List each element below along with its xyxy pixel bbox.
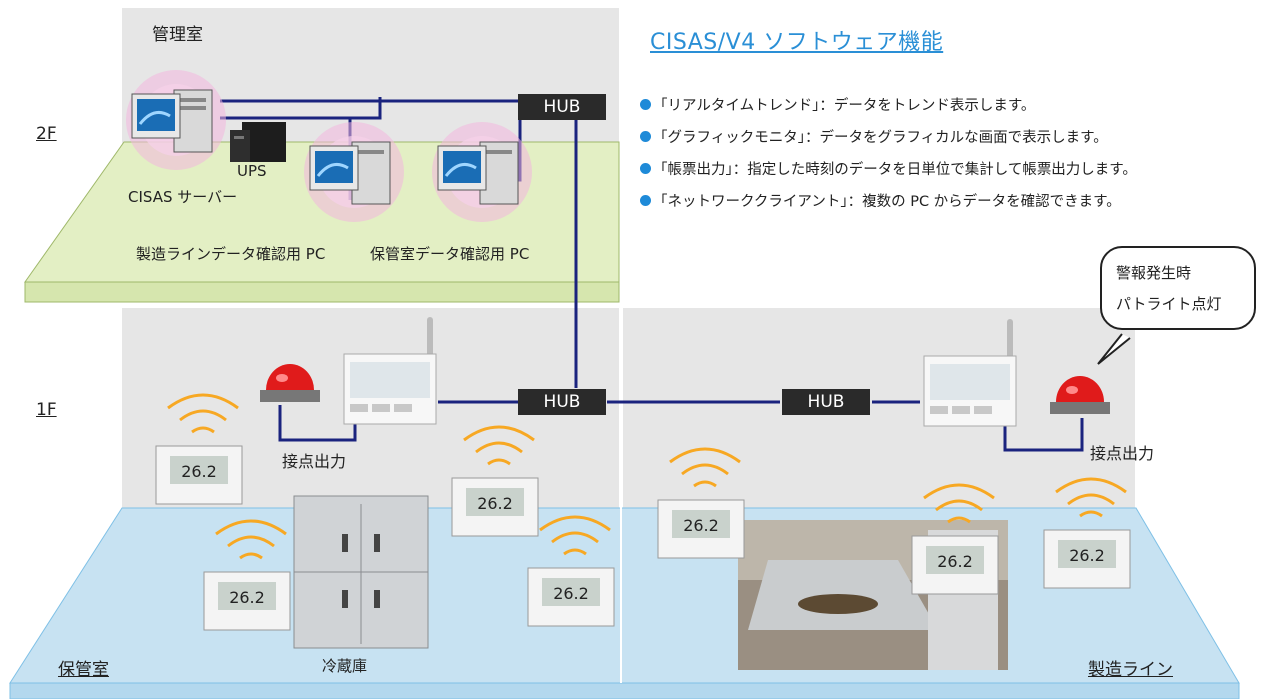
sensor-reading: 26.2 [229,588,265,607]
floor-2f-label: 2F [36,124,57,144]
feature-text: 「ネットワーククライアント」：複数の PC からデータを確認できます。 [653,193,1121,210]
ups-label: UPS [237,162,267,180]
sensor-reading: 26.2 [553,584,589,603]
storage-pc-icon [432,122,532,222]
wireless-sensor-icon: 26.2 [155,393,243,505]
control-room-label: 管理室 [152,25,203,45]
hub-1f-center: HUB [518,389,606,415]
wireless-sensor-icon: 26.2 [1043,477,1131,589]
production-pc-label: 製造ラインデータ確認用 PC [136,245,326,263]
feature-list: 「リアルタイムトレンド」：データをトレンド表示します。 「グラフィックモニタ」：… [640,88,1260,216]
feature-item: 「ネットワーククライアント」：複数の PC からデータを確認できます。 [640,184,1260,216]
storage-pc-label: 保管室データ確認用 PC [370,245,530,263]
alert-line-2: パトライト点灯 [1116,295,1222,313]
base-station-icon [343,317,437,425]
sensor-reading: 26.2 [477,494,513,513]
server-label: CISAS サーバー [128,188,238,206]
bullet-icon [640,130,651,142]
feature-text: 「リアルタイムトレンド」：データをトレンド表示します。 [653,97,1036,114]
production-pc-icon [304,122,404,222]
ups-icon [230,122,286,162]
feature-item: 「リアルタイムトレンド」：データをトレンド表示します。 [640,88,1260,120]
bullet-icon [640,98,651,110]
sensor-reading: 26.2 [1069,546,1105,565]
feature-item: 「グラフィックモニタ」：データをグラフィカルな画面で表示します。 [640,120,1260,152]
bullet-icon [640,162,651,174]
storage-room-label: 保管室 [58,660,109,680]
software-title: CISAS/V4 ソフトウェア機能 [650,30,944,55]
patrol-lamp-icon [260,364,320,402]
server-pc-icon [126,70,226,170]
production-line-label: 製造ライン [1088,660,1173,680]
feature-item: 「帳票出力」：指定した時刻のデータを日単位で集計して帳票出力します。 [640,152,1260,184]
floor-1f-label: 1F [36,400,57,420]
wireless-sensor-icon: 26.2 [203,519,291,631]
wireless-sensor-icon: 26.2 [657,447,745,559]
wireless-sensor-icon: 26.2 [527,515,615,627]
hub-2f: HUB [518,94,606,120]
base-station-icon [923,319,1017,427]
hub-1f-right: HUB [782,389,870,415]
wireless-sensor-icon: 26.2 [911,483,999,595]
bullet-icon [640,194,651,206]
alert-speech-bubble: 警報発生時 パトライト点灯 [1100,246,1256,330]
refrigerator-label: 冷蔵庫 [322,657,368,675]
sensor-reading: 26.2 [181,462,217,481]
contact-output-label-right: 接点出力 [1090,444,1155,463]
contact-output-label-left: 接点出力 [282,452,347,471]
feature-text: 「帳票出力」：指定した時刻のデータを日単位で集計して帳票出力します。 [653,161,1137,178]
refrigerator-icon [293,495,429,649]
alert-line-1: 警報発生時 [1116,264,1192,282]
wireless-sensor-icon: 26.2 [451,425,539,537]
sensor-reading: 26.2 [937,552,973,571]
sensor-reading: 26.2 [683,516,719,535]
patrol-lamp-icon [1050,376,1110,414]
bubble-tail [1097,333,1131,365]
feature-text: 「グラフィックモニタ」：データをグラフィカルな画面で表示します。 [653,129,1108,146]
